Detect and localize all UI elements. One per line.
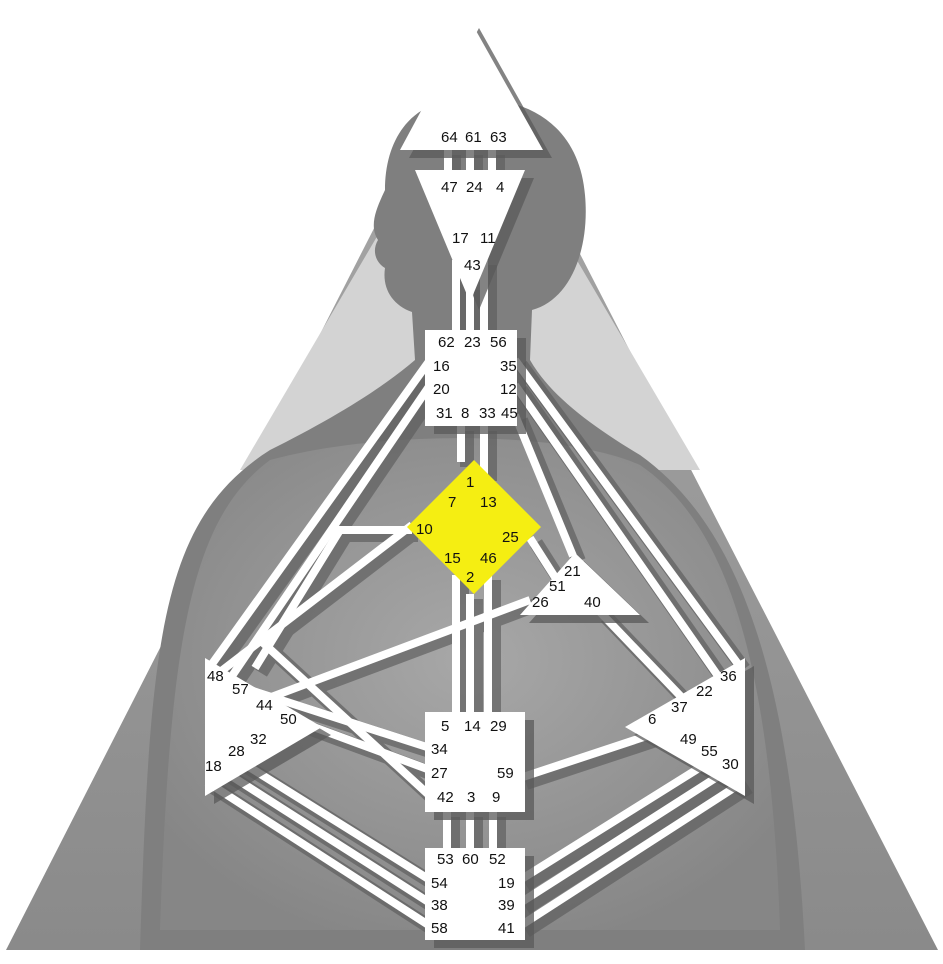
- gate-1: 1: [466, 474, 474, 491]
- gate-4: 4: [496, 179, 504, 196]
- gate-57: 57: [232, 681, 249, 698]
- gate-44: 44: [256, 697, 273, 714]
- gate-11: 11: [480, 230, 496, 247]
- g-center: [407, 460, 541, 594]
- gate-28: 28: [228, 743, 245, 760]
- channel-spleen-root-28-38: [219, 766, 433, 907]
- ajna-center: [415, 170, 525, 302]
- gate-24: 24: [466, 179, 483, 196]
- channel-shadow-solar-root-55-39: [522, 769, 738, 914]
- gate-2: 2: [466, 569, 474, 586]
- gate-9: 9: [492, 789, 500, 806]
- gate-17: 17: [452, 230, 469, 247]
- channel-solar-root-49-19: [517, 756, 715, 884]
- gate-22: 22: [696, 683, 713, 700]
- gate-labels: 64 61 63 47 24 4 17 11 43 62 23 56 16 35…: [205, 129, 739, 937]
- root-center: [425, 848, 525, 940]
- channel-throat-solar-35-36: [511, 357, 742, 667]
- gate-19: 19: [498, 875, 515, 892]
- gate-33: 33: [479, 405, 496, 422]
- channel-shadow-sacral-solar-59-6: [523, 733, 659, 790]
- gate-5: 5: [441, 718, 449, 735]
- gate-59: 59: [497, 765, 514, 782]
- channel-spleen-g-48-10: [217, 521, 415, 676]
- gate-16: 16: [433, 358, 450, 375]
- gate-39: 39: [498, 897, 515, 914]
- channel-solar-root-55-39: [517, 766, 731, 907]
- channel-shadow-throat-spleen-16-48: [212, 360, 442, 674]
- gate-3: 3: [467, 789, 475, 806]
- gate-60: 60: [462, 851, 479, 868]
- gate-15: 15: [444, 550, 461, 567]
- channel-spleen-sacral-57-34: [248, 686, 432, 752]
- channel-throat-solar-12-22: [511, 382, 722, 679]
- channel-throat-spleen-20-57: [228, 382, 434, 679]
- gate-62: 62: [438, 334, 455, 351]
- gate-34: 34: [431, 741, 448, 758]
- gate-64: 64: [441, 129, 458, 146]
- gate-26: 26: [532, 594, 549, 611]
- gate-58: 58: [431, 920, 448, 937]
- gate-6: 6: [648, 711, 656, 728]
- spleen-center: [205, 658, 322, 796]
- gate-50: 50: [280, 711, 297, 728]
- gate-48: 48: [207, 668, 224, 685]
- gate-20: 20: [433, 381, 450, 398]
- channel-throat-spleen-16-48: [208, 357, 434, 667]
- gate-36: 36: [720, 668, 737, 685]
- gate-38: 38: [431, 897, 448, 914]
- solar-plexus-center: [625, 658, 745, 796]
- gate-27: 27: [431, 765, 448, 782]
- gate-10: 10: [416, 521, 433, 538]
- gate-55: 55: [701, 743, 718, 760]
- ego-center: [520, 553, 640, 615]
- gate-53: 53: [437, 851, 454, 868]
- channel-spleen-sacral-44-42: [257, 637, 433, 799]
- channel-solar-root-30-41: [517, 778, 746, 930]
- sacral-center: [425, 712, 525, 812]
- channel-ego-solar-40-37: [597, 609, 693, 709]
- gate-49: 49: [680, 731, 697, 748]
- gate-54: 54: [431, 875, 448, 892]
- gate-47: 47: [441, 179, 458, 196]
- gate-31: 31: [436, 405, 453, 422]
- gate-63: 63: [490, 129, 507, 146]
- gate-13: 13: [480, 494, 497, 511]
- gate-42: 42: [437, 789, 454, 806]
- channel-shadow-solar-root-30-41: [522, 781, 753, 937]
- gate-45: 45: [501, 405, 518, 422]
- gate-21: 21: [564, 563, 581, 580]
- gate-14: 14: [464, 718, 481, 735]
- gate-35: 35: [500, 358, 517, 375]
- gate-30: 30: [722, 756, 739, 773]
- gate-56: 56: [490, 334, 507, 351]
- gate-7: 7: [448, 494, 456, 511]
- gate-40: 40: [584, 594, 601, 611]
- channel-shadow-spleen-g-48-10: [221, 524, 423, 683]
- gate-32: 32: [250, 731, 267, 748]
- channel-spleen-root-18-58: [204, 778, 433, 930]
- gate-8: 8: [461, 405, 469, 422]
- gate-29: 29: [490, 718, 507, 735]
- gate-25: 25: [502, 529, 519, 546]
- gate-37: 37: [671, 699, 688, 716]
- gate-46: 46: [480, 550, 497, 567]
- channel-sacral-solar-59-6: [518, 731, 652, 782]
- gate-23: 23: [464, 334, 481, 351]
- gate-51: 51: [549, 578, 566, 595]
- channel-spleen-root-32-54: [235, 756, 433, 884]
- gate-52: 52: [489, 851, 506, 868]
- channel-shadow-solar-root-49-19: [522, 759, 722, 891]
- throat-center: [425, 330, 517, 426]
- gate-61: 61: [465, 129, 482, 146]
- gate-41: 41: [498, 920, 515, 937]
- channel-throat-ego-45-21: [511, 413, 577, 558]
- gate-43: 43: [464, 257, 481, 274]
- gate-18: 18: [205, 758, 222, 775]
- gate-12: 12: [500, 381, 517, 398]
- centers: [205, 20, 745, 940]
- head-center: [400, 20, 543, 150]
